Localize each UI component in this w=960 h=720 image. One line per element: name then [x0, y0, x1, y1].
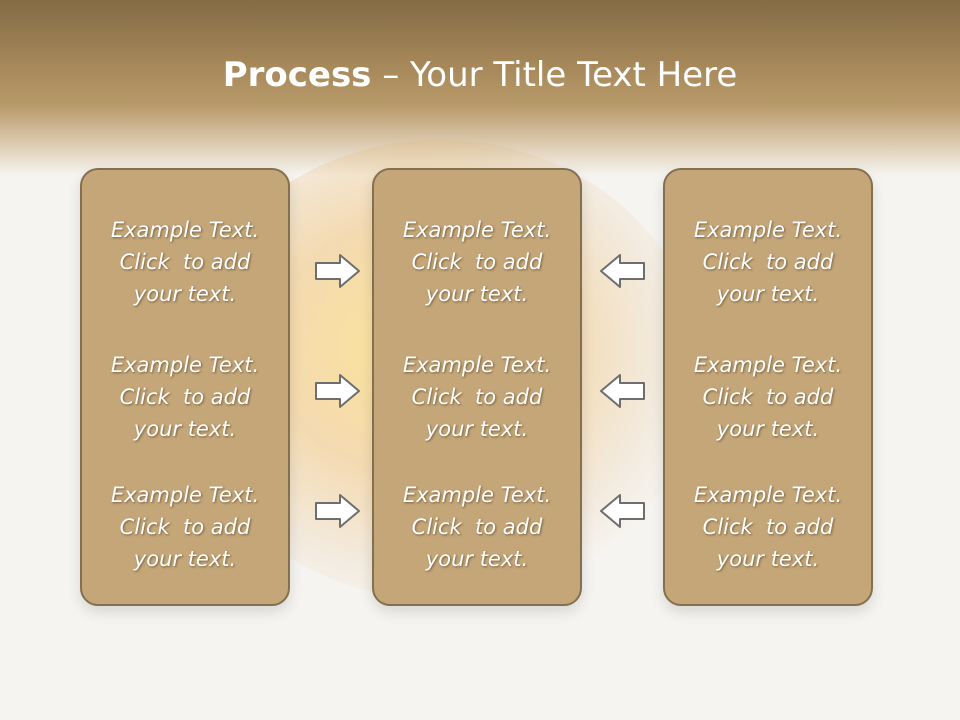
text-block[interactable]: Example Text. Click to add your text.	[82, 214, 288, 310]
arrow-right-icon[interactable]	[314, 492, 362, 530]
text-line: your text.	[425, 547, 529, 571]
text-line: Example Text.	[110, 353, 260, 377]
text-line: Example Text.	[110, 483, 260, 507]
text-block[interactable]: Example Text. Click to add your text.	[82, 479, 288, 575]
text-line: your text.	[133, 417, 237, 441]
text-block[interactable]: Example Text. Click to add your text.	[374, 479, 580, 575]
text-line: Click to add	[411, 385, 543, 409]
text-line: Click to add	[702, 515, 834, 539]
text-line: Click to add	[119, 250, 251, 274]
slide-title[interactable]: Process – Your Title Text Here	[0, 52, 960, 98]
arrow-right-icon[interactable]	[314, 372, 362, 410]
text-block[interactable]: Example Text. Click to add your text.	[82, 349, 288, 445]
text-line: your text.	[716, 547, 820, 571]
text-line: Example Text.	[402, 218, 552, 242]
text-block[interactable]: Example Text. Click to add your text.	[665, 479, 871, 575]
text-line: your text.	[425, 417, 529, 441]
text-line: Click to add	[119, 385, 251, 409]
title-rest: – Your Title Text Here	[371, 55, 738, 95]
text-line: your text.	[133, 282, 237, 306]
text-line: Example Text.	[402, 483, 552, 507]
panel-left[interactable]: Example Text. Click to add your text. Ex…	[80, 168, 290, 606]
arrow-right-icon[interactable]	[314, 252, 362, 290]
text-line: Example Text.	[693, 218, 843, 242]
text-line: Click to add	[702, 385, 834, 409]
text-line: your text.	[425, 282, 529, 306]
arrow-left-icon[interactable]	[598, 492, 646, 530]
text-line: your text.	[716, 417, 820, 441]
text-line: your text.	[716, 282, 820, 306]
text-line: Example Text.	[693, 353, 843, 377]
text-line: Click to add	[119, 515, 251, 539]
text-block[interactable]: Example Text. Click to add your text.	[374, 349, 580, 445]
panel-center[interactable]: Example Text. Click to add your text. Ex…	[372, 168, 582, 606]
text-line: your text.	[133, 547, 237, 571]
text-line: Example Text.	[110, 218, 260, 242]
arrow-left-icon[interactable]	[598, 252, 646, 290]
panel-right[interactable]: Example Text. Click to add your text. Ex…	[663, 168, 873, 606]
arrow-left-icon[interactable]	[598, 372, 646, 410]
text-block[interactable]: Example Text. Click to add your text.	[374, 214, 580, 310]
title-bold: Process	[222, 55, 372, 95]
text-line: Click to add	[411, 250, 543, 274]
text-block[interactable]: Example Text. Click to add your text.	[665, 214, 871, 310]
text-line: Example Text.	[693, 483, 843, 507]
text-block[interactable]: Example Text. Click to add your text.	[665, 349, 871, 445]
text-line: Click to add	[702, 250, 834, 274]
text-line: Example Text.	[402, 353, 552, 377]
text-line: Click to add	[411, 515, 543, 539]
